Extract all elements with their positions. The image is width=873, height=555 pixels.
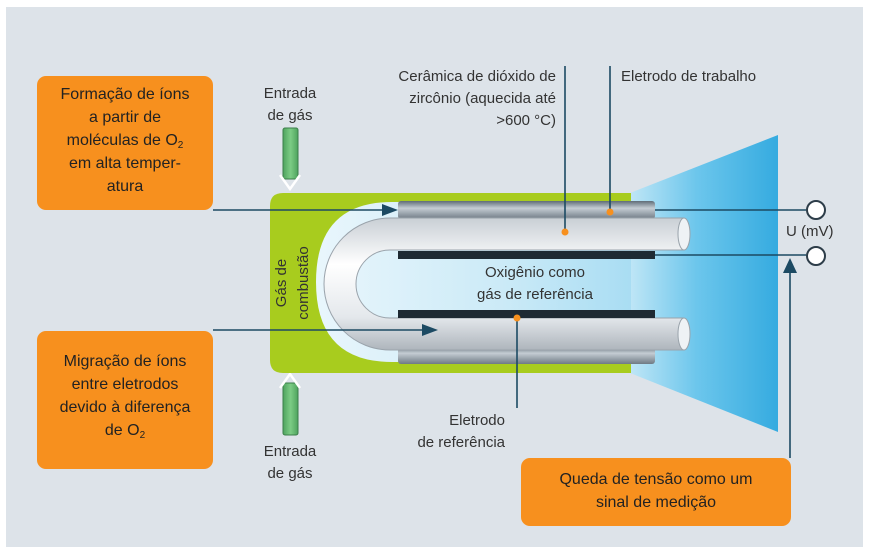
ion-migration-line-3: devido à diferença — [59, 399, 191, 416]
ion-formation-line-3: moléculas de O2 — [37, 129, 213, 152]
ion-formation-line-3-sub: 2 — [177, 140, 184, 151]
arrow-voltage — [783, 258, 797, 273]
combustion-gas-line-2: combustão — [295, 246, 312, 320]
reference-electrode-top — [398, 251, 655, 259]
dot-reference-electrode — [513, 314, 521, 322]
reference-electrode-line-2: de referência — [417, 434, 505, 451]
ion-formation-line-5: atura — [106, 178, 144, 195]
gas-inlet-top-pipe — [282, 127, 299, 180]
ceramic-label: Cerâmica de dióxido de zircônio (aquecid… — [318, 66, 556, 132]
combustion-gas-line-1: Gás de — [273, 258, 290, 308]
ceramic-line-2: zircônio (aquecida até — [409, 90, 556, 107]
gas-inlet-bottom-line-1: Entrada — [263, 443, 317, 460]
reference-electrode-line-1: Eletrodo — [449, 412, 505, 429]
reference-chamber — [630, 135, 778, 432]
ceramic-line-1: Cerâmica de dióxido de — [398, 68, 556, 85]
gas-inlet-top-label: Entrada de gás — [250, 83, 330, 127]
dot-ceramic — [561, 228, 569, 236]
ion-migration-line-4: de O2 — [37, 419, 213, 442]
voltage-label: U (mV) — [786, 223, 834, 240]
gas-inlet-bottom-line-2: de gás — [267, 465, 313, 482]
ion-migration-line-4-text: de O — [104, 422, 140, 439]
callout-ion-formation: Formação de íons a partir de moléculas d… — [37, 76, 213, 210]
working-electrode-label: Eletrodo de trabalho — [621, 68, 757, 85]
gas-inlet-bottom-pipe — [282, 382, 299, 436]
gas-inlet-bottom-arrow — [278, 371, 302, 389]
gas-inlet-top-line-2: de gás — [267, 107, 313, 124]
reference-electrode-bottom — [398, 310, 655, 318]
ceramic-line-3: >600 °C) — [496, 112, 556, 129]
ion-formation-line-2: a partir de — [88, 109, 162, 126]
reference-gas-line-2: gás de referência — [477, 286, 593, 303]
ion-formation-line-3-text: moléculas de O — [66, 132, 178, 149]
terminal-top — [806, 200, 826, 220]
ion-migration-line-2: entre eletrodos — [71, 376, 179, 393]
gas-inlet-top-line-1: Entrada — [263, 85, 317, 102]
zirconia-tube — [323, 217, 685, 351]
tube-end-top — [677, 217, 691, 251]
reference-electrode-label: Eletrodo de referência — [380, 410, 505, 454]
callout-voltage-drop: Queda de tensão como um sinal de medição — [521, 458, 791, 526]
gas-inlet-top-arrow — [278, 174, 302, 192]
callout-ion-migration: Migração de íons entre eletrodos devido … — [37, 331, 213, 469]
reference-gas-line-1: Oxigênio como — [484, 264, 586, 281]
gas-inlet-bottom-label: Entrada de gás — [250, 441, 330, 485]
arrow-ion-migration-head — [422, 324, 438, 336]
tube-end-bottom — [677, 317, 691, 351]
voltage-drop-line-1: Queda de tensão como um — [559, 471, 753, 488]
ion-formation-line-4: em alta temper- — [68, 155, 182, 172]
terminal-bottom — [806, 246, 826, 266]
dot-working-electrode — [606, 208, 614, 216]
arrow-ion-formation-head — [382, 204, 398, 216]
ion-formation-line-1: Formação de íons — [60, 86, 190, 103]
ion-migration-line-4-sub: 2 — [139, 430, 146, 441]
working-electrode-top — [398, 201, 655, 219]
voltage-drop-line-2: sinal de medição — [595, 494, 717, 511]
combustion-gas-label: Gás de combustão — [271, 237, 317, 329]
reference-gas-label: Oxigênio como gás de referência — [440, 262, 630, 306]
ion-migration-line-1: Migração de íons — [63, 353, 187, 370]
